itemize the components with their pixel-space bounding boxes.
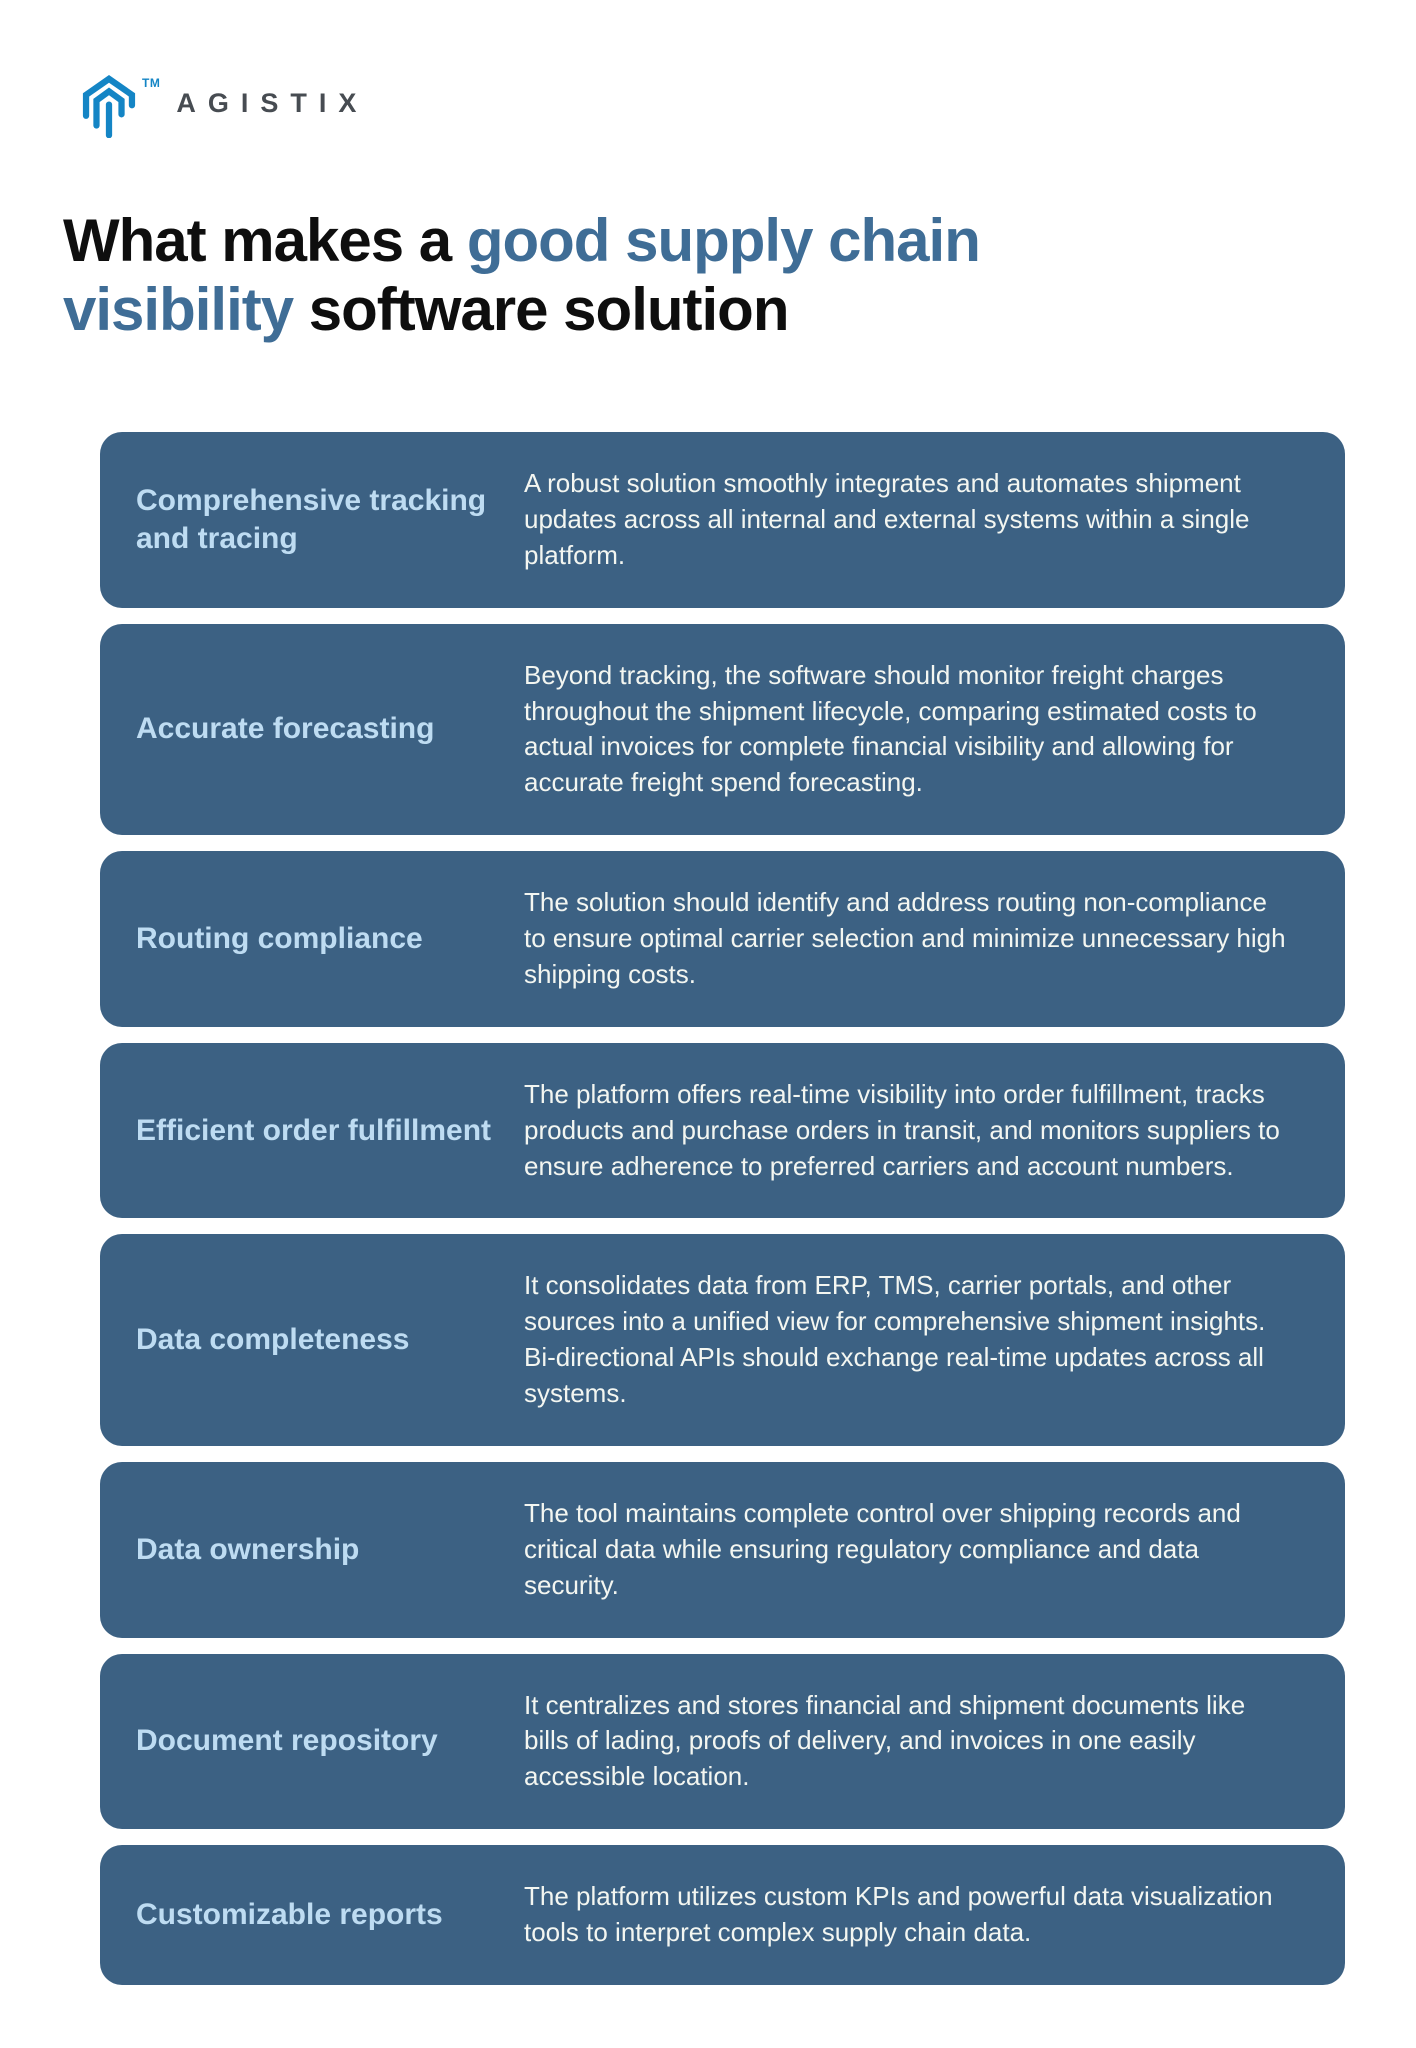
agistix-logo: TM AGISTIX — [78, 74, 1416, 138]
card-description: It centralizes and stores financial and … — [524, 1689, 1246, 1792]
card-title: Efficient order fulfillment — [136, 1113, 492, 1147]
feature-card: Document repository It centralizes and s… — [86, 1653, 1345, 1830]
card-title: Document repository — [136, 1724, 438, 1758]
card-title: Data completeness — [136, 1323, 410, 1357]
page-title: What makes a good supply chain visibilit… — [63, 206, 1063, 344]
feature-card: Routing compliance The solution should i… — [86, 851, 1345, 1027]
card-description: A robust solution smoothly integrates an… — [524, 468, 1250, 570]
card-description: The platform offers real-time visibility… — [524, 1078, 1280, 1181]
card-title: Routing compliance — [136, 921, 423, 955]
card-title: Accurate forecasting — [136, 712, 435, 746]
card-title: Data ownership — [136, 1532, 360, 1566]
card-description: It consolidates data from ERP, TMS, carr… — [524, 1270, 1266, 1408]
page-header: TM AGISTIX — [0, 0, 1416, 138]
trademark-symbol: TM — [142, 76, 161, 90]
card-title: Customizable reports — [136, 1897, 443, 1931]
card-description: The tool maintains complete control over… — [524, 1497, 1241, 1600]
card-description: The platform utilizes custom KPIs and po… — [524, 1881, 1273, 1947]
brand-name: AGISTIX — [176, 88, 369, 118]
card-description: Beyond tracking, the software should mon… — [524, 659, 1257, 798]
feature-card: Data ownership The tool maintains comple… — [86, 1461, 1345, 1638]
feature-card: Customizable reports The platform utiliz… — [86, 1845, 1345, 1985]
title-prefix: What makes a — [63, 207, 467, 274]
feature-card: Accurate forecasting Beyond tracking, th… — [86, 623, 1345, 836]
card-title: Comprehensive tracking and tracing — [136, 483, 487, 555]
card-description: The solution should identify and address… — [524, 887, 1286, 989]
title-highlight: good supply chain visibility — [63, 207, 981, 343]
title-suffix: software solution — [293, 276, 790, 343]
agistix-house-icon — [82, 75, 136, 138]
feature-card: Data completeness It consolidates data f… — [86, 1234, 1345, 1446]
feature-card: Efficient order fulfillment The platform… — [86, 1042, 1345, 1219]
cards-list: Comprehensive tracking and tracing A rob… — [86, 432, 1345, 1985]
feature-card: Comprehensive tracking and tracing A rob… — [86, 432, 1345, 608]
